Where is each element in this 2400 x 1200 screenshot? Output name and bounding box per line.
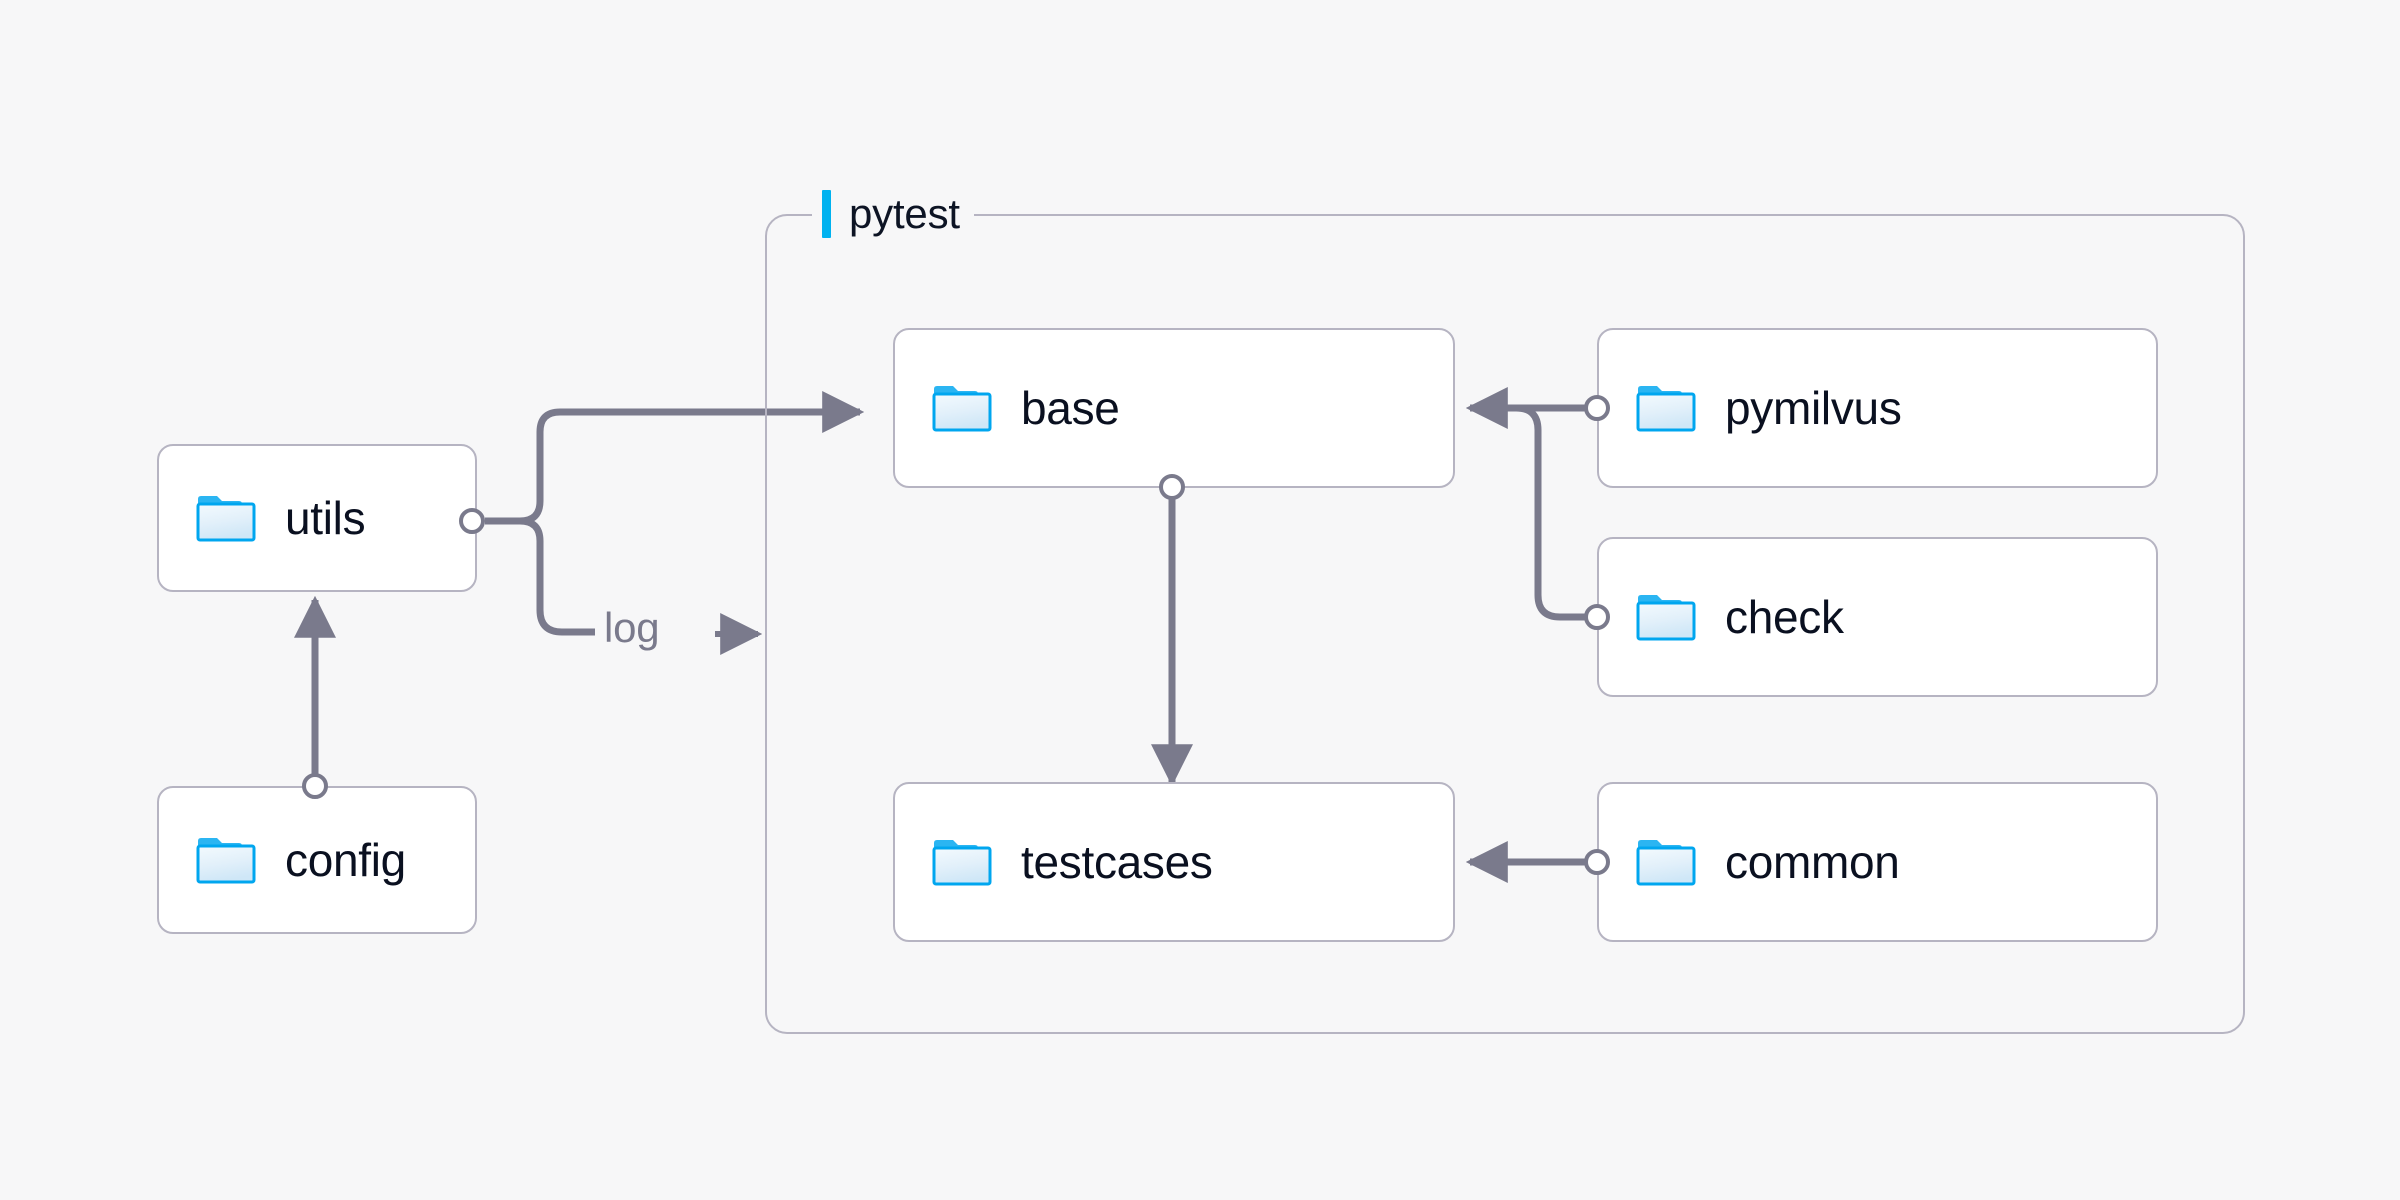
port-base-bottom[interactable] xyxy=(1159,474,1185,500)
folder-icon xyxy=(1636,386,1696,432)
node-testcases-label: testcases xyxy=(1021,836,1213,888)
folder-icon xyxy=(932,386,992,432)
folder-icon xyxy=(1636,840,1696,886)
edge-label-log: log xyxy=(604,604,660,651)
folder-icon xyxy=(196,838,256,884)
port-check-left[interactable] xyxy=(1584,604,1610,630)
node-utils[interactable]: utils xyxy=(157,444,477,592)
node-check[interactable]: check xyxy=(1597,537,2158,697)
node-pymilvus[interactable]: pymilvus xyxy=(1597,328,2158,488)
node-utils-label: utils xyxy=(285,492,366,544)
edge-utils-to-log xyxy=(485,517,595,636)
port-utils-right[interactable] xyxy=(459,508,485,534)
node-base-label: base xyxy=(1021,382,1120,434)
group-pytest-label: pytest xyxy=(812,186,974,242)
node-base[interactable]: base xyxy=(893,328,1455,488)
folder-icon xyxy=(932,840,992,886)
node-common-label: common xyxy=(1725,836,1900,888)
port-config-top[interactable] xyxy=(302,773,328,799)
port-pymilvus-left[interactable] xyxy=(1584,395,1610,421)
node-check-label: check xyxy=(1725,591,1844,643)
group-title-text: pytest xyxy=(849,190,960,237)
port-common-left[interactable] xyxy=(1584,849,1610,875)
node-config-label: config xyxy=(285,834,406,886)
node-pymilvus-label: pymilvus xyxy=(1725,382,1902,434)
node-testcases[interactable]: testcases xyxy=(893,782,1455,942)
folder-icon xyxy=(1636,595,1696,641)
node-config[interactable]: config xyxy=(157,786,477,934)
node-common[interactable]: common xyxy=(1597,782,2158,942)
folder-icon xyxy=(196,496,256,542)
group-accent-bar xyxy=(822,190,831,238)
group-pytest-container[interactable] xyxy=(765,214,2245,1034)
